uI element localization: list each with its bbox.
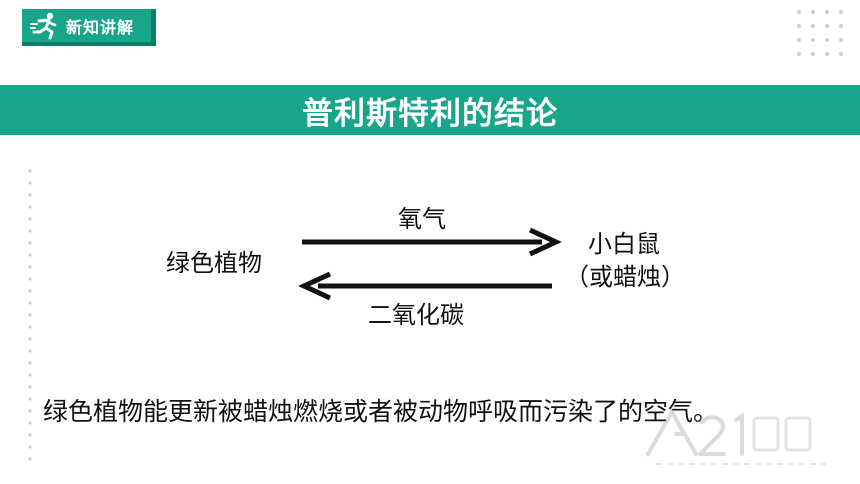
title-bar: 普利斯特利的结论: [0, 85, 860, 135]
watermark-logo: [646, 407, 826, 465]
diagram-left-label: 绿色植物: [166, 249, 262, 277]
exchange-arrows: [298, 227, 562, 301]
arrow-left-icon: [298, 271, 552, 301]
badge-label: 新知讲解: [66, 17, 135, 37]
diagram-right-label-line2: （或蜡烛）: [565, 263, 685, 291]
decorative-dotted-line: [28, 165, 32, 465]
runner-icon: [30, 12, 60, 40]
section-badge: 新知讲解: [22, 9, 156, 46]
page-title: 普利斯特利的结论: [302, 95, 558, 132]
arrow-right-icon: [302, 227, 562, 257]
decorative-dot-grid: [797, 10, 845, 58]
diagram-right-label-line1: 小白鼠: [588, 230, 660, 258]
diagram-top-arrow-label: 氧气: [398, 205, 446, 233]
conclusion-text: 绿色植物能更新被蜡烛燃烧或者被动物呼吸而污染了的空气。: [43, 397, 719, 426]
diagram-bottom-arrow-label: 二氧化碳: [368, 301, 464, 329]
